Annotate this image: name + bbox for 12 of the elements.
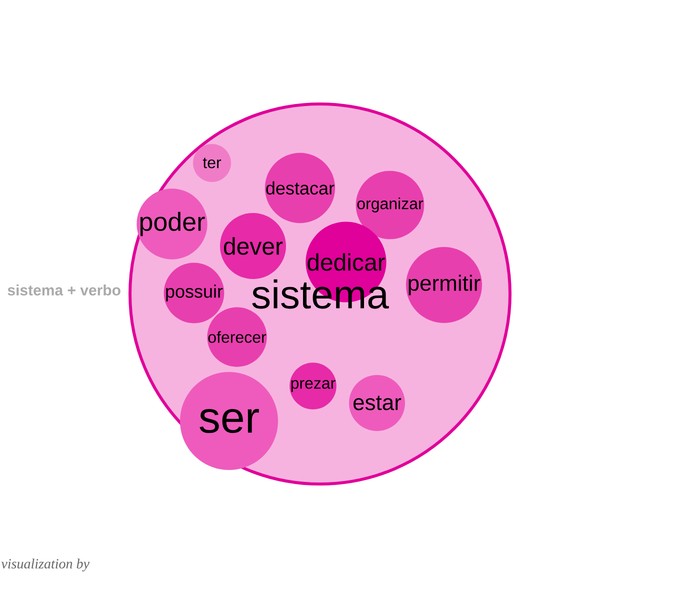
bubble: ter — [193, 144, 231, 182]
bubble: prezar — [290, 362, 336, 410]
bubble: organizar — [356, 170, 424, 240]
bubble: dever — [220, 213, 286, 279]
bubble: poder — [136, 188, 208, 260]
axis-title: sistema + verbo — [8, 284, 120, 296]
credit-text: visualization by — [1, 558, 90, 572]
bubble: ser — [180, 372, 278, 470]
bubble: permitir — [406, 247, 482, 323]
bubble: possuir — [164, 262, 224, 324]
bubble: estar — [349, 375, 405, 431]
bubble: destacar — [264, 152, 336, 224]
